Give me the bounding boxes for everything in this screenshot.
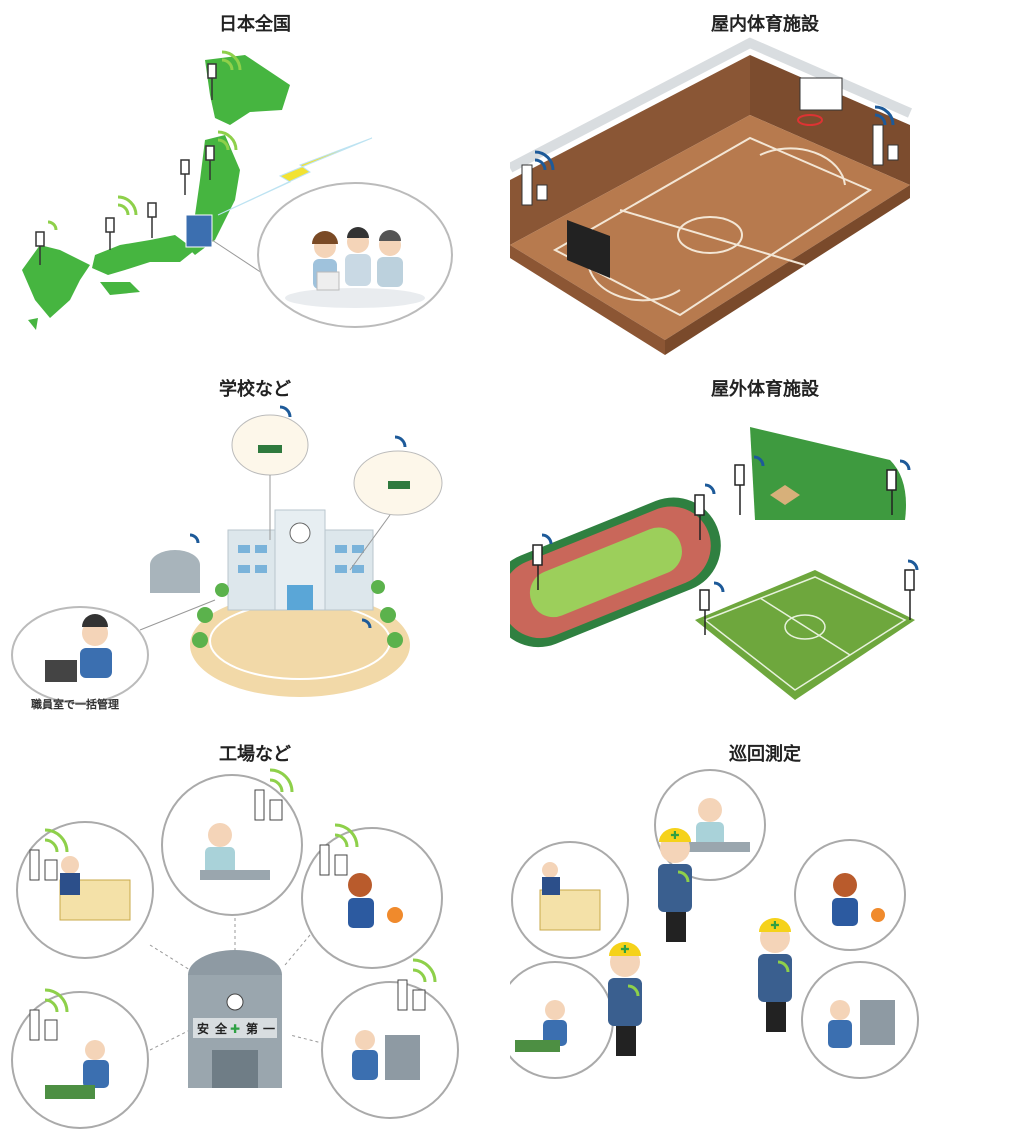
green-cross-icon: ✚ bbox=[230, 1022, 240, 1036]
panel-factories: 工場など 安 全 ✚ 第 一 bbox=[0, 730, 510, 1135]
laptop-icon bbox=[316, 271, 340, 291]
workers bbox=[45, 823, 420, 1099]
panel-patrol: 巡回測定 bbox=[510, 730, 1020, 1135]
wifi-icon bbox=[534, 105, 895, 171]
scene-inspection bbox=[161, 774, 303, 916]
patrol-illustration: ✚ ✚ ✚ bbox=[510, 769, 919, 1079]
sign-char-3: 第 bbox=[246, 1021, 258, 1036]
panel-title-indoor-sports: 屋内体育施設 bbox=[711, 14, 819, 35]
panel-title-patrol: 巡回測定 bbox=[729, 744, 801, 765]
wifi-icon bbox=[541, 455, 919, 593]
svg-text:✚: ✚ bbox=[620, 943, 629, 956]
wifi-icon bbox=[44, 768, 437, 1013]
baseball-field bbox=[750, 427, 906, 520]
gymnasium bbox=[150, 550, 200, 593]
safety-sign: 安 全 ✚ 第 一 bbox=[197, 1021, 275, 1036]
scoreboard bbox=[567, 220, 610, 278]
backboard bbox=[799, 77, 843, 111]
sensors bbox=[29, 789, 426, 1041]
scene-contents bbox=[515, 798, 895, 1052]
panel-indoor-sports: 屋内体育施設 bbox=[510, 0, 1020, 365]
panel-title-nationwide: 日本全国 bbox=[219, 14, 291, 35]
sign-char-2: 全 bbox=[214, 1021, 228, 1036]
nationwide-illustration bbox=[22, 50, 453, 330]
school-illustration: 職員室で一括管理 bbox=[11, 405, 443, 711]
outdoor-sports-illustration bbox=[510, 427, 919, 700]
laptop-icon bbox=[45, 660, 77, 682]
desk bbox=[285, 288, 425, 308]
staff-room-caption: 職員室で一括管理 bbox=[31, 697, 119, 711]
gym-railing bbox=[510, 37, 913, 173]
sensor-right bbox=[872, 124, 884, 166]
wifi-icon bbox=[47, 50, 242, 231]
panel-schools: 学校など 職 bbox=[0, 365, 510, 730]
running-track bbox=[510, 497, 721, 648]
panel-nationwide: 日本全国 bbox=[0, 0, 510, 365]
sign-char-4: 一 bbox=[263, 1022, 275, 1036]
svg-text:✚: ✚ bbox=[670, 829, 679, 842]
patrol-workers bbox=[608, 828, 792, 1056]
gym-left-wall bbox=[510, 55, 750, 245]
lightning-bolt-icon bbox=[217, 137, 373, 216]
wifi-icon bbox=[627, 870, 790, 997]
panel-outdoor-sports: 屋外体育施設 bbox=[510, 365, 1020, 730]
sign-char-1: 安 bbox=[197, 1021, 209, 1036]
factory-building bbox=[188, 950, 282, 1088]
factory-illustration: 安 全 ✚ 第 一 bbox=[11, 768, 459, 1129]
japan-map bbox=[22, 55, 290, 330]
office-building-icon bbox=[185, 214, 213, 248]
indoor-gym-illustration bbox=[510, 37, 913, 355]
gym-right-wall bbox=[750, 55, 910, 185]
sensor-tripods bbox=[532, 464, 915, 635]
clock-icon bbox=[289, 522, 311, 544]
entrance bbox=[287, 585, 313, 610]
panel-title-outdoor-sports: 屋外体育施設 bbox=[711, 379, 819, 400]
hoop bbox=[797, 114, 823, 126]
svg-text:✚: ✚ bbox=[770, 919, 779, 932]
wifi-icon bbox=[189, 405, 407, 629]
panel-title-factories: 工場など bbox=[219, 744, 291, 765]
clock-icon bbox=[226, 993, 244, 1011]
panel-title-schools: 学校など bbox=[219, 379, 291, 400]
trees bbox=[192, 580, 403, 648]
gym-floor bbox=[510, 115, 910, 340]
office-workers bbox=[312, 227, 403, 291]
sensor-markers bbox=[35, 63, 217, 265]
sensor-left bbox=[521, 164, 533, 206]
green-cross-icon: ✚ ✚ ✚ bbox=[620, 829, 779, 956]
callout-line bbox=[211, 239, 266, 276]
